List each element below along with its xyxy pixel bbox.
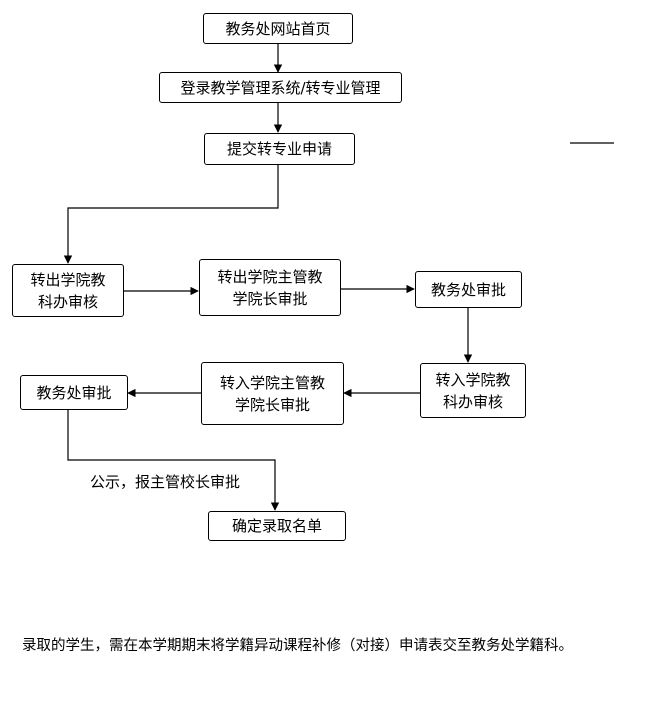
node-homepage: 教务处网站首页 [203,13,353,44]
node-out-dean: 转出学院主管教 学院长审批 [199,259,341,316]
edge-label-publicize: 公示，报主管校长审批 [90,473,241,491]
node-office-approve-2: 教务处审批 [20,375,128,410]
node-in-dean: 转入学院主管教 学院长审批 [201,362,344,425]
arrow-submit-to-out-secretary [63,165,279,264]
node-office-approve-1: 教务处审批 [415,271,522,308]
node-final: 确定录取名单 [208,511,346,541]
arrow-office-2-to-final [67,410,280,511]
node-submit: 提交转专业申请 [204,133,355,165]
node-login: 登录教学管理系统/转专业管理 [159,72,402,103]
node-out-secretary: 转出学院教 科办审核 [12,264,124,317]
footer-note: 录取的学生，需在本学期期末将学籍异动课程补修（对接）申请表交至教务处学籍科。 [22,638,573,654]
node-in-secretary: 转入学院教 科办审核 [420,363,526,418]
